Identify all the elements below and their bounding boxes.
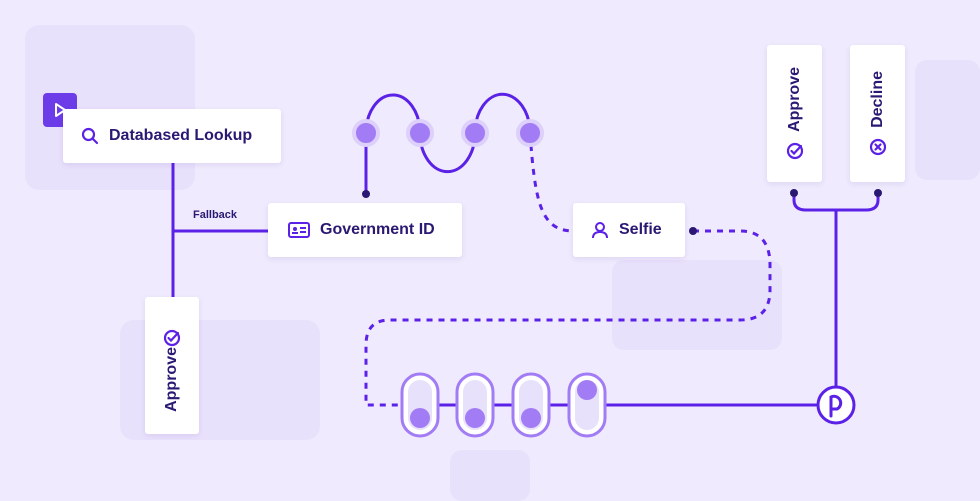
loop-node-4 [516,119,544,147]
person-icon [591,221,609,239]
node-label: Databased Lookup [109,127,253,144]
id-card-icon [288,222,310,238]
toggle-knob [465,408,485,428]
toggle-switch-1[interactable] [400,372,440,438]
node-approve-top[interactable]: Approve [767,45,822,182]
node-database-lookup[interactable]: Databased Lookup [63,109,281,163]
node-decline-top[interactable]: Decline [850,45,905,182]
node-selfie[interactable]: Selfie [573,203,685,257]
loop-node-2 [406,119,434,147]
edge-loop-selfie [528,132,573,233]
edge-decision-split [792,193,880,212]
toggle-group [400,372,607,438]
edge-label-fallback: Fallback [193,209,238,221]
junction-dot [362,190,370,198]
node-label: Approve [163,347,180,412]
loop-node-3 [461,119,489,147]
toggle-switch-2[interactable] [455,372,495,438]
persona-logo-icon [816,385,856,425]
check-circle-icon [163,329,181,347]
node-label: Selfie [619,221,662,238]
node-label: Decline [868,71,886,128]
toggle-knob [577,380,597,400]
node-approve-left[interactable]: Approve [145,297,199,434]
junction-dot [874,189,882,197]
search-icon [81,127,99,145]
edge-loop-wave [364,92,532,174]
toggle-knob [410,408,430,428]
toggle-switch-4[interactable] [567,372,607,438]
loop-node-1 [352,119,380,147]
node-label: Government ID [320,221,435,238]
check-circle-icon [786,142,804,160]
node-label: Approve [785,67,803,132]
x-circle-icon [869,138,887,156]
junction-dot [790,189,798,197]
toggle-switch-3[interactable] [511,372,551,438]
loop-nodes [352,119,544,147]
node-government-id[interactable]: Government ID [268,203,462,257]
junction-dot [689,227,697,235]
toggle-knob [521,408,541,428]
